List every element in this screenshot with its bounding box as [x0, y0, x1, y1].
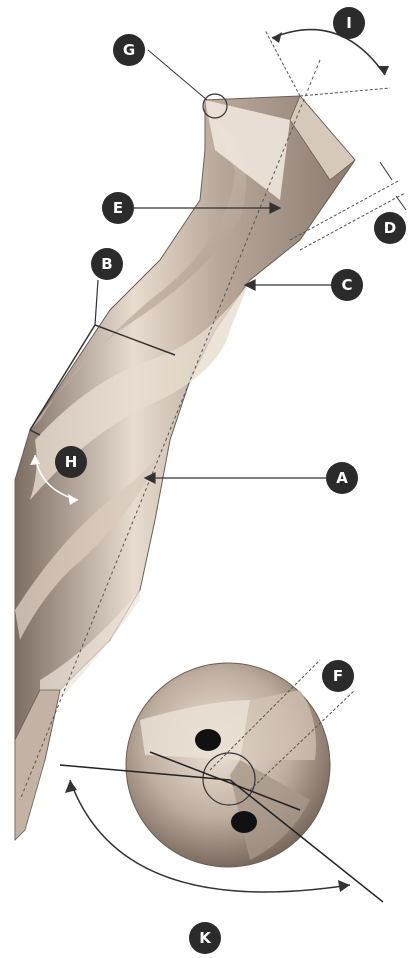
drill-end-view	[126, 663, 330, 867]
leader-g	[148, 50, 207, 100]
badge-b-label: B	[101, 255, 112, 273]
badge-k: K	[189, 922, 221, 954]
badge-a: A	[326, 462, 358, 494]
badge-k-label: K	[199, 929, 212, 947]
badge-f-label: F	[333, 667, 343, 685]
badge-g-label: G	[123, 41, 135, 59]
badge-c: C	[331, 269, 363, 301]
badge-c-label: C	[341, 276, 352, 294]
badge-h-label: H	[65, 453, 78, 471]
badge-e-label: E	[113, 199, 123, 217]
badge-i-label: I	[346, 14, 352, 32]
badge-g: G	[113, 34, 145, 66]
badge-e: E	[102, 192, 134, 224]
badge-i: I	[333, 7, 365, 39]
badge-d: D	[374, 212, 406, 244]
badge-f: F	[322, 660, 354, 692]
point-angle-lines	[265, 30, 390, 96]
badge-h: H	[55, 446, 87, 478]
badge-a-label: A	[336, 469, 348, 487]
badge-b: B	[91, 248, 123, 280]
badge-d-label: D	[384, 219, 396, 237]
